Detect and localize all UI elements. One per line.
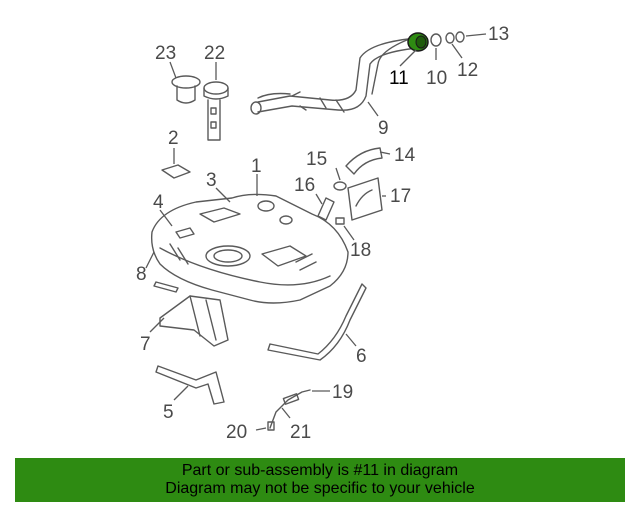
part-10-ring (430, 33, 442, 47)
part-13-ring (455, 31, 465, 43)
label-10: 10 (426, 68, 447, 89)
part-9-filler-pipe (250, 37, 419, 115)
part-22-fuel-sender (203, 81, 229, 141)
label-22: 22 (204, 43, 225, 64)
part-16-hose (317, 197, 335, 221)
label-9: 9 (378, 118, 389, 139)
part-17-bracket (347, 177, 383, 221)
part-23-plug (171, 75, 201, 104)
part-1-fuel-tank (150, 193, 349, 304)
part-18-clip (335, 217, 345, 225)
label-18: 18 (350, 240, 371, 261)
part-12-ring (445, 32, 455, 44)
label-12: 12 (457, 60, 478, 81)
label-21: 21 (290, 422, 311, 443)
label-8: 8 (136, 264, 147, 285)
label-23: 23 (155, 43, 176, 64)
part-labels: 23 22 2 1 3 4 8 7 5 6 9 11 10 12 13 14 1… (136, 24, 509, 443)
part-5-strap (155, 365, 225, 405)
label-19: 19 (332, 382, 353, 403)
label-7: 7 (140, 334, 151, 355)
label-17: 17 (390, 186, 411, 207)
banner-line-2: Diagram may not be specific to your vehi… (165, 480, 475, 497)
part-19-21-sensor (267, 389, 311, 431)
parts-diagram: 23 22 2 1 3 4 8 7 5 6 9 11 10 12 13 14 1… (136, 24, 509, 443)
part-2-pad (161, 164, 191, 179)
label-15: 15 (306, 149, 327, 170)
part-7-bracket (153, 281, 229, 347)
label-6: 6 (356, 346, 367, 367)
part-14-hose (345, 147, 383, 175)
banner-line-1: Part or sub-assembly is #11 in diagram (181, 462, 459, 479)
info-banner: Part or sub-assembly is #11 in diagram D… (15, 458, 625, 502)
label-3: 3 (206, 170, 217, 191)
label-13: 13 (488, 24, 509, 45)
leader-lines (145, 33, 487, 431)
label-1: 1 (251, 156, 262, 177)
label-20: 20 (226, 422, 247, 443)
label-16: 16 (294, 175, 315, 196)
label-5: 5 (163, 402, 174, 423)
label-4: 4 (153, 192, 164, 213)
label-11: 11 (389, 68, 409, 89)
part-11-filler-cap (407, 32, 429, 52)
part-6-strap (267, 283, 367, 361)
label-2: 2 (168, 128, 179, 149)
part-15-grommet (333, 181, 347, 191)
label-14: 14 (394, 145, 416, 166)
